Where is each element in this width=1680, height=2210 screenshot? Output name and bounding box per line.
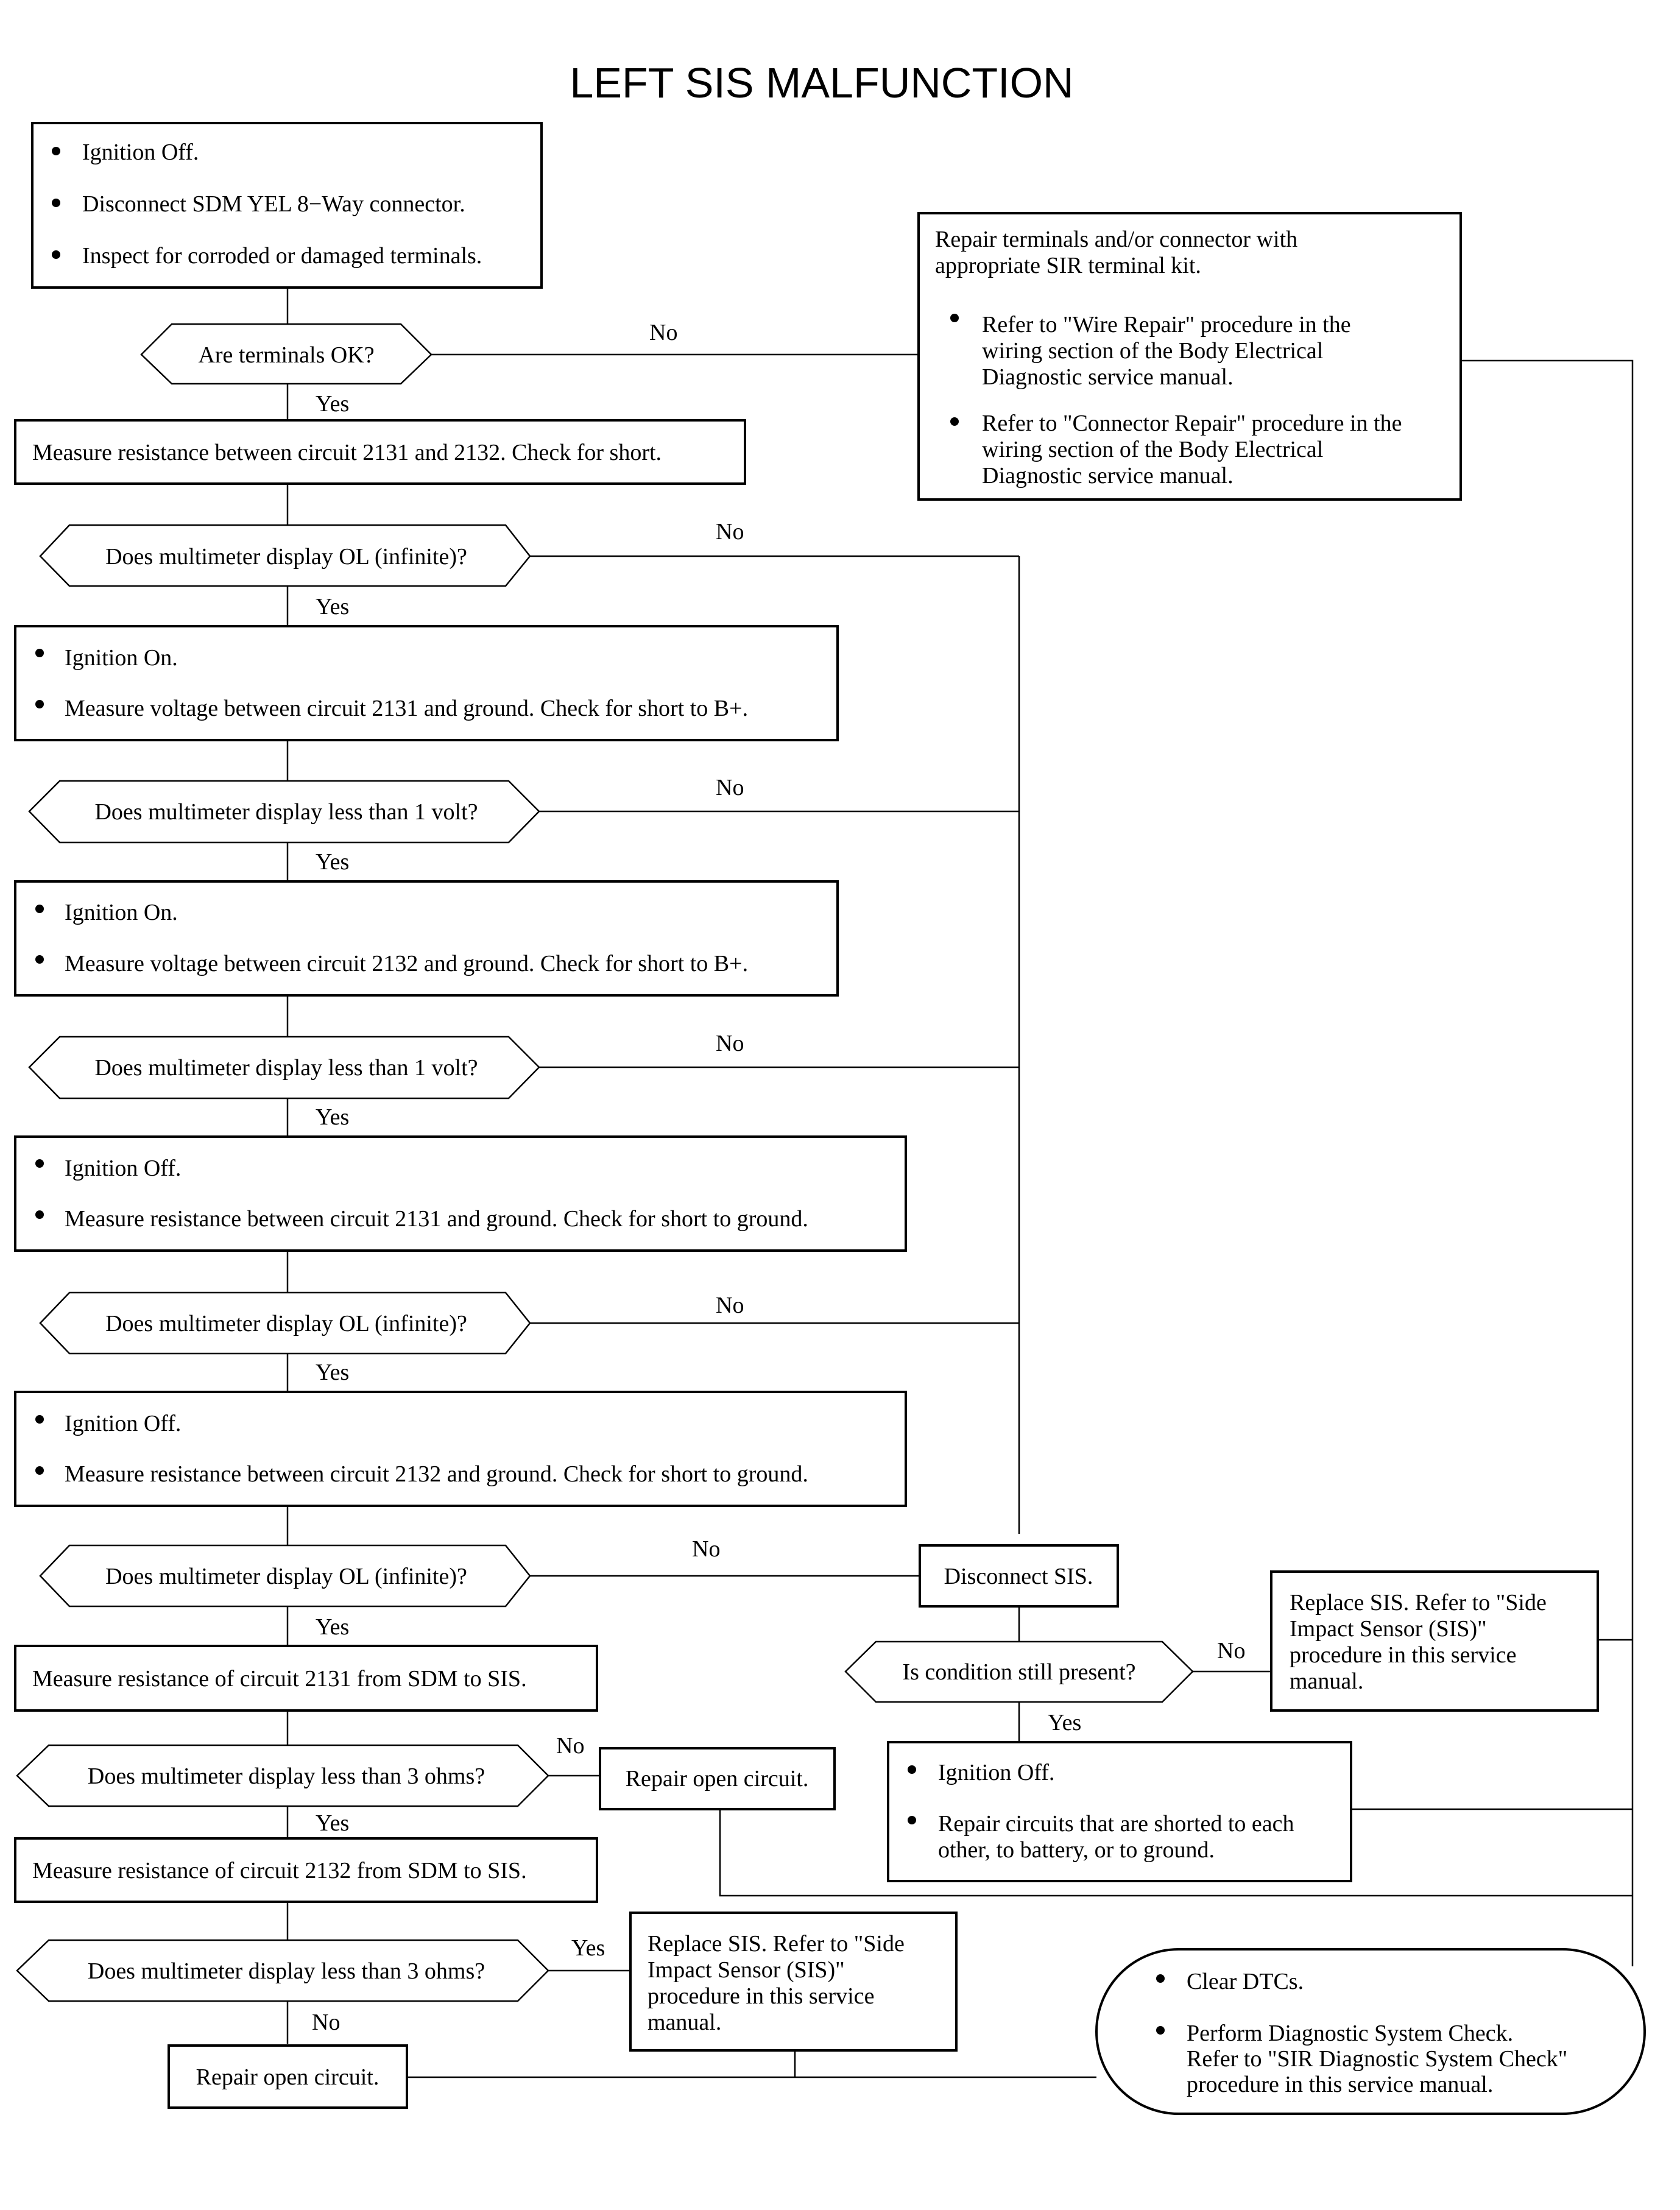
condition-present-decision: Is condition still present?	[844, 1640, 1194, 1703]
svg-text:procedure in this service manu: procedure in this service manual.	[1187, 2072, 1493, 2097]
svg-text:appropriate SIR terminal kit.: appropriate SIR terminal kit.	[935, 253, 1201, 278]
yes-label: Yes	[1048, 1710, 1081, 1735]
measure-2131-box: Measure resistance of circuit 2131 from …	[14, 1645, 598, 1712]
svg-text:Ignition Off.: Ignition Off.	[938, 1760, 1054, 1785]
svg-text:Measure resistance between cir: Measure resistance between circuit 2132 …	[65, 1461, 808, 1487]
svg-text:Refer to "Connector Repair" pr: Refer to "Connector Repair" procedure in…	[982, 411, 1402, 436]
voltage-2132-box: Ignition On. Measure voltage between cir…	[14, 880, 839, 997]
svg-text:other, to battery, or to groun: other, to battery, or to ground.	[938, 1837, 1215, 1863]
ol-decision-1: Does multimeter display OL (infinite)?	[39, 524, 531, 587]
svg-text:Clear DTCs.: Clear DTCs.	[1187, 1969, 1304, 1994]
no-label: No	[692, 1536, 720, 1562]
svg-text:Does multimeter display OL (in: Does multimeter display OL (infinite)?	[105, 1311, 467, 1336]
svg-text:manual.: manual.	[648, 2010, 721, 2035]
yes-label: Yes	[316, 1614, 349, 1640]
svg-text:Impact Sensor (SIS)": Impact Sensor (SIS)"	[648, 1957, 845, 1983]
measure-2132-box: Measure resistance of circuit 2132 from …	[14, 1837, 598, 1903]
svg-text:Diagnostic service manual.: Diagnostic service manual.	[982, 463, 1234, 489]
no-label: No	[312, 2010, 340, 2035]
svg-text:Measure resistance of circuit: Measure resistance of circuit 2132 from …	[32, 1858, 527, 1883]
svg-text:Does multimeter display less t: Does multimeter display less than 1 volt…	[94, 799, 478, 825]
svg-text:Disconnect SIS.: Disconnect SIS.	[944, 1564, 1093, 1589]
yes-label: Yes	[316, 1360, 349, 1385]
svg-text:Does multimeter display less t: Does multimeter display less than 3 ohms…	[88, 1958, 485, 1984]
yes-label: Yes	[316, 1810, 349, 1836]
svg-text:Repair terminals and/or connec: Repair terminals and/or connector with	[935, 227, 1297, 252]
voltage-2131-box: Ignition On. Measure voltage between cir…	[14, 625, 839, 741]
svg-text:manual.: manual.	[1290, 1668, 1363, 1694]
svg-text:Does multimeter display less t: Does multimeter display less than 3 ohms…	[88, 1763, 485, 1789]
svg-text:wiring section of the Body Ele: wiring section of the Body Electrical	[982, 437, 1323, 462]
less-than-3-ohms-decision-2: Does multimeter display less than 3 ohms…	[16, 1939, 549, 2002]
svg-text:Replace SIS. Refer to "Side: Replace SIS. Refer to "Side	[648, 1931, 905, 1957]
svg-text:procedure in this service: procedure in this service	[648, 1983, 874, 2009]
svg-text:Perform Diagnostic System Chec: Perform Diagnostic System Check.	[1187, 2021, 1513, 2046]
no-label: No	[649, 320, 677, 345]
ol-decision-2: Does multimeter display OL (infinite)?	[39, 1291, 531, 1355]
svg-text:Does multimeter display OL (in: Does multimeter display OL (infinite)?	[105, 1564, 467, 1589]
svg-text:Repair open circuit.: Repair open circuit.	[196, 2064, 379, 2090]
svg-text:wiring section of the Body Ele: wiring section of the Body Electrical	[982, 338, 1323, 364]
svg-text:Refer to "SIR Diagnostic Syste: Refer to "SIR Diagnostic System Check"	[1187, 2046, 1567, 2072]
measure-short-box: Measure resistance between circuit 2131 …	[14, 419, 746, 485]
replace-sis-box: Replace SIS. Refer to "Side Impact Senso…	[1270, 1570, 1599, 1712]
yes-label: Yes	[316, 849, 349, 875]
replace-sis-box-2: Replace SIS. Refer to "Side Impact Senso…	[629, 1912, 958, 2052]
svg-text:procedure in this service: procedure in this service	[1290, 1642, 1516, 1668]
svg-text:Diagnostic service manual.: Diagnostic service manual.	[982, 364, 1234, 390]
svg-text:Replace SIS. Refer to "Side: Replace SIS. Refer to "Side	[1290, 1590, 1547, 1615]
connector-lines	[286, 288, 1634, 2078]
no-label: No	[1217, 1638, 1245, 1664]
ol-decision-3: Does multimeter display OL (infinite)?	[39, 1544, 531, 1608]
yes-label: Yes	[316, 594, 349, 620]
svg-text:Does multimeter display OL (in: Does multimeter display OL (infinite)?	[105, 544, 467, 570]
svg-text:Impact Sensor (SIS)": Impact Sensor (SIS)"	[1290, 1616, 1487, 1642]
svg-text:Inspect for corroded or damage: Inspect for corroded or damaged terminal…	[82, 243, 482, 269]
less-than-1-volt-decision-2: Does multimeter display less than 1 volt…	[28, 1036, 540, 1100]
svg-text:Ignition Off.: Ignition Off.	[65, 1411, 181, 1436]
svg-text:Repair circuits that are short: Repair circuits that are shorted to each	[938, 1811, 1294, 1837]
disconnect-sis-box: Disconnect SIS.	[919, 1544, 1119, 1608]
page-title: LEFT SIS MALFUNCTION	[570, 59, 1073, 107]
no-label: No	[556, 1733, 584, 1759]
no-label: No	[716, 519, 744, 545]
svg-text:Is condition still present?: Is condition still present?	[902, 1659, 1135, 1685]
svg-text:Measure voltage between circui: Measure voltage between circuit 2132 and…	[65, 951, 748, 976]
svg-text:Refer to "Wire Repair" procedu: Refer to "Wire Repair" procedure in the	[982, 312, 1351, 337]
yes-label: Yes	[316, 391, 349, 417]
svg-text:Ignition On.: Ignition On.	[65, 900, 178, 925]
no-label: No	[716, 1031, 744, 1056]
less-than-1-volt-decision-1: Does multimeter display less than 1 volt…	[28, 780, 540, 844]
svg-text:Ignition Off.: Ignition Off.	[82, 139, 199, 165]
clear-dtcs-terminal: Clear DTCs. Perform Diagnostic System Ch…	[1095, 1948, 1646, 2115]
svg-text:Repair open circuit.: Repair open circuit.	[626, 1766, 809, 1792]
repair-open-circuit-box: Repair open circuit.	[599, 1747, 836, 1810]
repair-shorted-circuits-box: Ignition Off. Repair circuits that are s…	[887, 1741, 1352, 1882]
svg-text:Ignition Off.: Ignition Off.	[65, 1156, 181, 1181]
terminals-ok-decision: Are terminals OK?	[140, 323, 432, 385]
svg-text:Measure resistance between cir: Measure resistance between circuit 2131 …	[65, 1206, 808, 1232]
yes-label: Yes	[571, 1935, 605, 1961]
svg-text:Disconnect SDM YEL 8−Way conne: Disconnect SDM YEL 8−Way connector.	[82, 191, 465, 217]
ground-2131-box: Ignition Off. Measure resistance between…	[14, 1135, 907, 1252]
repair-terminals-box: Repair terminals and/or connector with a…	[917, 212, 1462, 501]
yes-label: Yes	[316, 1104, 349, 1130]
svg-text:Measure resistance between cir: Measure resistance between circuit 2131 …	[32, 440, 662, 465]
ground-2132-box: Ignition Off. Measure resistance between…	[14, 1391, 907, 1507]
less-than-3-ohms-decision-1: Does multimeter display less than 3 ohms…	[16, 1744, 549, 1807]
svg-text:Does multimeter display less t: Does multimeter display less than 1 volt…	[94, 1055, 478, 1081]
svg-text:Ignition On.: Ignition On.	[65, 645, 178, 671]
no-label: No	[716, 1293, 744, 1318]
no-label: No	[716, 775, 744, 800]
svg-text:Are terminals OK?: Are terminals OK?	[198, 342, 374, 368]
svg-text:Measure resistance of circuit: Measure resistance of circuit 2131 from …	[32, 1666, 527, 1692]
repair-open-circuit-final-box: Repair open circuit.	[168, 2044, 408, 2109]
inspect-terminals-box: Ignition Off. Disconnect SDM YEL 8−Way c…	[31, 122, 543, 289]
svg-text:Measure voltage between circui: Measure voltage between circuit 2131 and…	[65, 696, 748, 721]
